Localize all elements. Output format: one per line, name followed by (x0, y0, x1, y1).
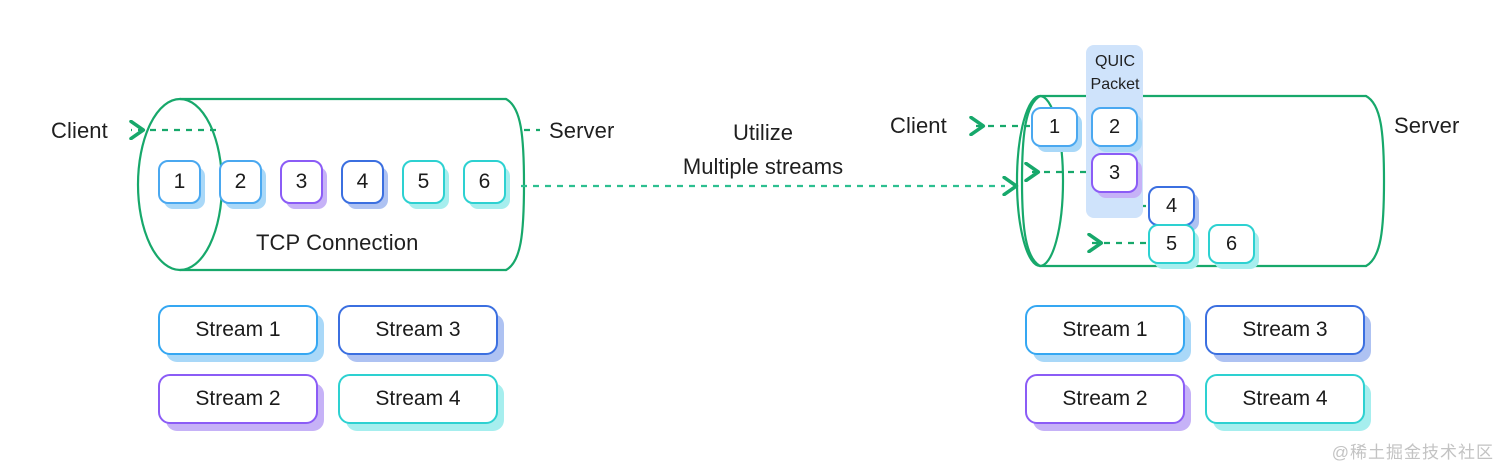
right-stream-4[interactable]: Stream 4 (1205, 374, 1365, 424)
right-packet-6-number: 6 (1225, 232, 1238, 255)
right-server-label: Server (1394, 113, 1460, 138)
right-stream-3-label: Stream 3 (1242, 318, 1328, 341)
left-packet-4[interactable]: 4 (341, 160, 384, 204)
right-packet-1-number: 1 (1048, 115, 1061, 138)
left-server-label: Server (549, 118, 615, 143)
right-stream-4-label: Stream 4 (1242, 387, 1328, 410)
quic-packet-label-line2: Packet (1090, 76, 1140, 93)
left-packet-6-number: 6 (478, 170, 491, 193)
left-packet-1[interactable]: 1 (158, 160, 201, 204)
right-stream-2[interactable]: Stream 2 (1025, 374, 1185, 424)
left-stream-3-label: Stream 3 (375, 318, 461, 341)
left-packet-2[interactable]: 2 (219, 160, 262, 204)
tcp-connection-label: TCP Connection (256, 230, 419, 255)
middle-caption: Utilize Multiple streams (660, 116, 866, 184)
left-stream-3[interactable]: Stream 3 (338, 305, 498, 355)
right-client-label: Client (890, 113, 947, 138)
right-packet-4[interactable]: 4 (1148, 186, 1195, 226)
right-stream-2-label: Stream 2 (1062, 387, 1148, 410)
middle-caption-line1: Utilize (733, 120, 793, 145)
right-packet-5-number: 5 (1165, 232, 1178, 255)
left-client-label: Client (51, 118, 108, 143)
left-packet-6[interactable]: 6 (463, 160, 506, 204)
left-packet-5-number: 5 (417, 170, 430, 193)
left-stream-1-label: Stream 1 (195, 318, 281, 341)
left-packet-1-number: 1 (173, 170, 186, 193)
right-packet-1[interactable]: 1 (1031, 107, 1078, 147)
left-stream-2[interactable]: Stream 2 (158, 374, 318, 424)
left-packet-4-number: 4 (356, 170, 369, 193)
right-stream-1[interactable]: Stream 1 (1025, 305, 1185, 355)
right-packet-2-number: 2 (1108, 115, 1121, 138)
right-packet-3-number: 3 (1108, 161, 1121, 184)
right-packet-6[interactable]: 6 (1208, 224, 1255, 264)
right-stream-1-label: Stream 1 (1062, 318, 1148, 341)
middle-caption-line2: Multiple streams (682, 154, 844, 179)
left-stream-1[interactable]: Stream 1 (158, 305, 318, 355)
right-packet-5[interactable]: 5 (1148, 224, 1195, 264)
tcp-connection-cylinder (136, 97, 526, 272)
left-packet-2-number: 2 (234, 170, 247, 193)
right-stream-3[interactable]: Stream 3 (1205, 305, 1365, 355)
left-stream-2-label: Stream 2 (195, 387, 281, 410)
left-packet-5[interactable]: 5 (402, 160, 445, 204)
right-packet-4-number: 4 (1165, 194, 1178, 217)
left-stream-4[interactable]: Stream 4 (338, 374, 498, 424)
left-packet-3[interactable]: 3 (280, 160, 323, 204)
watermark: @稀土掘金技术社区 (1331, 443, 1494, 462)
right-packet-3[interactable]: 3 (1091, 153, 1138, 193)
right-packet-2[interactable]: 2 (1091, 107, 1138, 147)
quic-packet-label: QUIC Packet (1086, 50, 1144, 96)
left-stream-4-label: Stream 4 (375, 387, 461, 410)
left-packet-3-number: 3 (295, 170, 308, 193)
quic-packet-label-line1: QUIC (1095, 53, 1135, 70)
